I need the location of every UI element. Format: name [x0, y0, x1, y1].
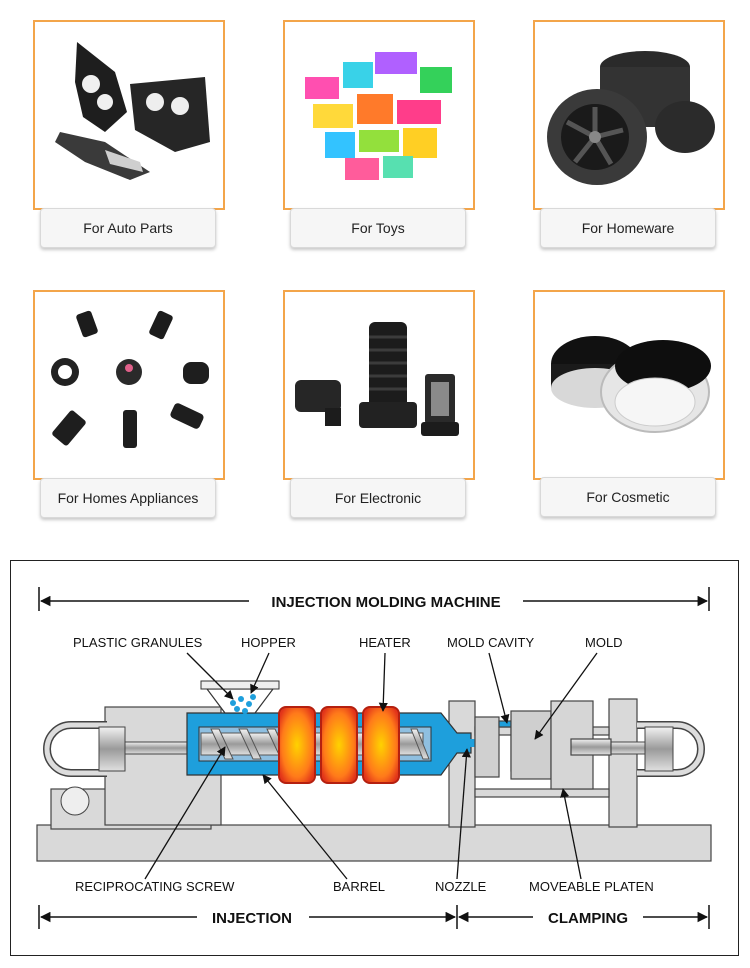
product-label-electronic[interactable]: For Electronic	[290, 478, 466, 518]
label-mold-cavity: MOLD CAVITY	[447, 635, 534, 650]
product-card-cosmetic	[533, 290, 725, 480]
auto-parts-image	[55, 42, 210, 180]
homeware-wheels-image	[547, 51, 715, 185]
dimension-line-machine	[38, 587, 710, 611]
product-card-toys	[283, 20, 475, 210]
label-mold: MOLD	[585, 635, 623, 650]
diagram-title: INJECTION MOLDING MACHINE	[271, 594, 500, 611]
label-heater: HEATER	[359, 635, 411, 650]
section-clamping: CLAMPING	[548, 910, 628, 927]
product-label-toys[interactable]: For Toys	[290, 208, 466, 248]
label-nozzle: NOZZLE	[435, 879, 487, 894]
label-reciprocating-screw: RECIPROCATING SCREW	[75, 879, 235, 894]
cosmetic-jars-image	[551, 336, 711, 433]
label-moveable-platen: MOVEABLE PLATEN	[529, 879, 654, 894]
hopper	[200, 680, 280, 714]
label-barrel: BARREL	[333, 879, 385, 894]
hydraulic-cylinder-left	[43, 721, 206, 816]
label-plastic-granules: PLASTIC GRANULES	[73, 635, 203, 650]
mold	[474, 700, 612, 790]
callout-lines	[144, 652, 598, 880]
label-hopper: HOPPER	[241, 635, 296, 650]
nozzle	[467, 739, 477, 747]
dimension-line-sections	[38, 905, 710, 929]
product-label-homeware[interactable]: For Homeware	[540, 208, 716, 248]
toy-blocks-image	[305, 52, 452, 180]
product-label-home-appliances[interactable]: For Homes Appliances	[40, 478, 216, 518]
product-label-cosmetic[interactable]: For Cosmetic	[540, 477, 716, 517]
heater	[278, 706, 400, 784]
product-card-home-appliances	[33, 290, 225, 480]
product-label-auto-parts[interactable]: For Auto Parts	[40, 208, 216, 248]
electronic-parts-image	[295, 322, 459, 436]
product-card-homeware	[533, 20, 725, 210]
injection-molding-diagram: INJECTION MOLDING MACHINE	[10, 560, 739, 956]
appliance-parts-image	[51, 310, 209, 448]
product-card-auto-parts	[33, 20, 225, 210]
section-injection: INJECTION	[212, 910, 292, 927]
product-card-electronic	[283, 290, 475, 480]
